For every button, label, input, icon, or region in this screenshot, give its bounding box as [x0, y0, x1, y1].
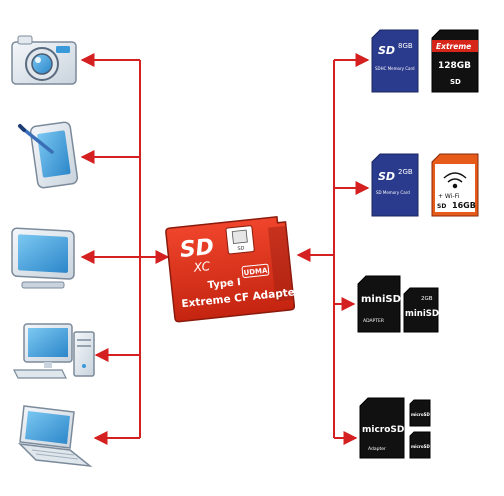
- minisd-adapter: miniSD ADAPTER: [357, 275, 401, 333]
- card-capacity: 2GB: [421, 296, 433, 302]
- card-logo: SD: [378, 170, 395, 183]
- tablet-icon: [18, 121, 79, 189]
- microsd-card-bottom: microSD: [409, 431, 431, 459]
- card-feature: + Wi-Fi: [438, 193, 460, 200]
- adapter-slot-tag: SD: [237, 245, 245, 252]
- card-brand: Extreme: [436, 42, 471, 51]
- card-capacity: 16GB: [452, 201, 476, 210]
- card-logo: miniSD: [361, 294, 401, 305]
- card-logo: microSD: [411, 412, 431, 417]
- sd-card-wifi-16gb: + Wi-Fi 16GB SD: [431, 153, 479, 217]
- adapter-xc-logo: XC: [192, 259, 211, 275]
- card-logo: SD: [378, 44, 395, 57]
- card-caption: SDHC Memory Card: [375, 66, 415, 71]
- sd-card-8gb: SD 8GB SDHC Memory Card: [371, 29, 419, 93]
- laptop-icon: [17, 405, 93, 468]
- card-capacity: 128GB: [438, 61, 471, 71]
- card-logo: SD: [437, 203, 446, 210]
- card-logo: SD: [450, 78, 461, 86]
- left-connectors: [80, 53, 170, 445]
- adapter-title-line1: Type I: [207, 277, 241, 291]
- card-logo: miniSD: [405, 309, 439, 319]
- sd-card-2gb: SD 2GB SD Memory Card: [371, 153, 419, 217]
- sd-card-extreme-128gb: Extreme 128GB SD: [431, 29, 479, 93]
- microsd-card-top: microSD: [409, 399, 431, 427]
- monitor-icon: [11, 227, 75, 289]
- adapter-udma-badge: UDMA: [243, 267, 268, 278]
- right-connectors: [296, 53, 370, 445]
- adapter-sd-logo: SD: [179, 235, 216, 263]
- desktop-computer-icon: [13, 323, 95, 379]
- microsd-adapter: microSD Adapter: [359, 397, 405, 459]
- card-caption: SD Memory Card: [376, 190, 410, 195]
- cf-adapter: SD SD XC UDMA Type I Extreme CF Adapter: [165, 215, 301, 323]
- minisd-card-2gb: 2GB miniSD: [403, 287, 439, 333]
- card-caption: ADAPTER: [363, 318, 384, 324]
- card-logo: microSD: [411, 444, 431, 449]
- card-capacity: 2GB: [398, 168, 413, 176]
- wifi-icon: [443, 172, 467, 189]
- card-caption: Adapter: [368, 446, 386, 452]
- card-logo: microSD: [362, 425, 404, 435]
- camera-icon: [11, 35, 77, 85]
- card-capacity: 8GB: [398, 42, 413, 50]
